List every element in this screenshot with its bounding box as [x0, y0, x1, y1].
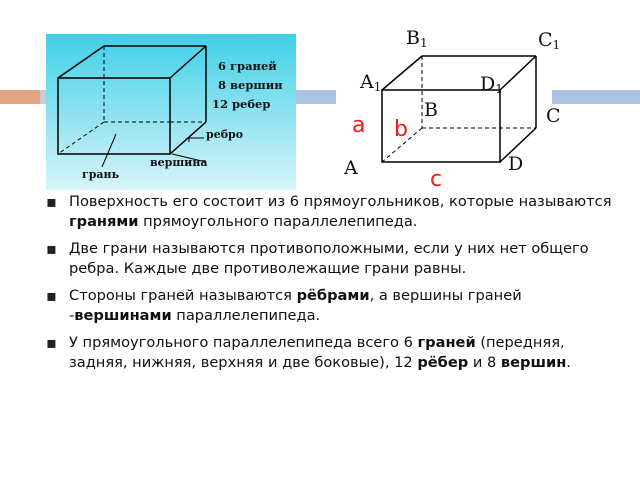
bullet-list: Поверхность его состоит из 6 прямоугольн…	[44, 192, 614, 380]
dimension-b-label: b	[394, 117, 408, 142]
dimension-c-label: c	[430, 167, 442, 192]
vertex-d-label: D	[508, 153, 523, 175]
bullet-item: Стороны граней называются рёбрами, а вер…	[44, 286, 614, 325]
vertex-b-label: B	[424, 99, 438, 121]
bullet-item: Поверхность его состоит из 6 прямоугольн…	[44, 192, 614, 231]
vertex-d1-label: D1	[480, 73, 503, 96]
bullet-item: Две грани называются противоположными, е…	[44, 239, 614, 278]
header-stripe	[0, 90, 640, 104]
parallelepiped-svg: B1 C1 A1 D1 B C A D a b c	[343, 27, 561, 192]
face-label: грань	[82, 168, 120, 181]
parallelepiped-diagram: B1 C1 A1 D1 B C A D a b c	[336, 14, 576, 192]
vertices-count-label: 8 вершин	[218, 78, 283, 92]
panel-background	[46, 34, 296, 190]
vertex-c1-label: C1	[538, 29, 560, 52]
box-illustration-svg: 6 граней 8 вершин 12 ребер ребро вершина…	[46, 34, 296, 190]
vertex-a1-label: A1	[359, 71, 381, 94]
box-front-face	[57, 77, 171, 155]
bullet-item: У прямоугольного параллелепипеда всего 6…	[44, 333, 614, 372]
stripe-gray-segment	[40, 90, 48, 104]
edge-label: ребро	[206, 128, 243, 141]
front-face	[381, 89, 501, 163]
stripe-orange-segment	[0, 90, 40, 104]
vertex-b1-label: B1	[406, 27, 428, 50]
vertex-c-label: C	[546, 105, 561, 127]
vertex-a-label: A	[343, 157, 358, 179]
edges-count-label: 12 ребер	[212, 97, 270, 111]
face-pointer	[101, 133, 117, 168]
faces-count-label: 6 граней	[218, 59, 277, 73]
dimension-a-label: a	[352, 113, 365, 138]
vertex-pointer	[171, 153, 207, 163]
box-illustration-panel: 6 граней 8 вершин 12 ребер ребро вершина…	[46, 34, 296, 190]
stripe-blue-segment	[552, 90, 640, 104]
vertex-label: вершина	[150, 156, 208, 169]
stripe-blue-segment	[296, 90, 336, 104]
